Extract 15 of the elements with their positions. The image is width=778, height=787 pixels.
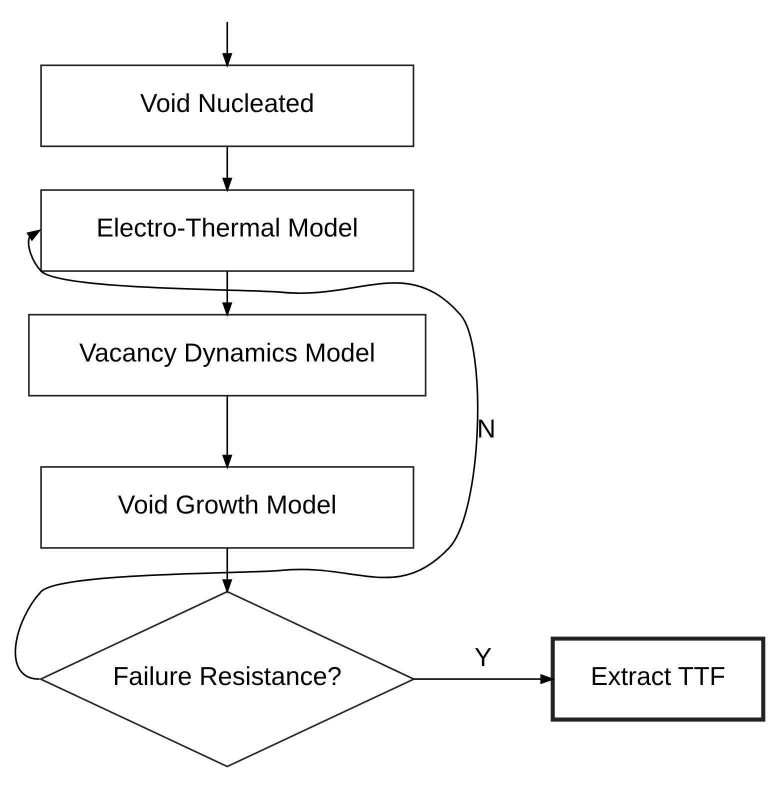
arrow (222, 271, 232, 318)
arrow (14, 229, 478, 680)
node-box: Extract TTF (550, 636, 766, 722)
edge-label: N (477, 415, 496, 444)
arrow (222, 548, 232, 594)
node-box: Electro-Thermal Model (40, 189, 414, 272)
arrow (414, 674, 555, 684)
arrow (222, 146, 232, 192)
node-box: Void Growth Model (40, 466, 414, 549)
node-box: Void Nucleated (40, 64, 414, 148)
node-box: Vacancy Dynamics Model (28, 314, 426, 396)
node-diamond: Failure Resistance? (38, 590, 416, 768)
arrow (222, 22, 232, 68)
edge-label: Y (474, 644, 492, 672)
arrow (222, 396, 232, 470)
